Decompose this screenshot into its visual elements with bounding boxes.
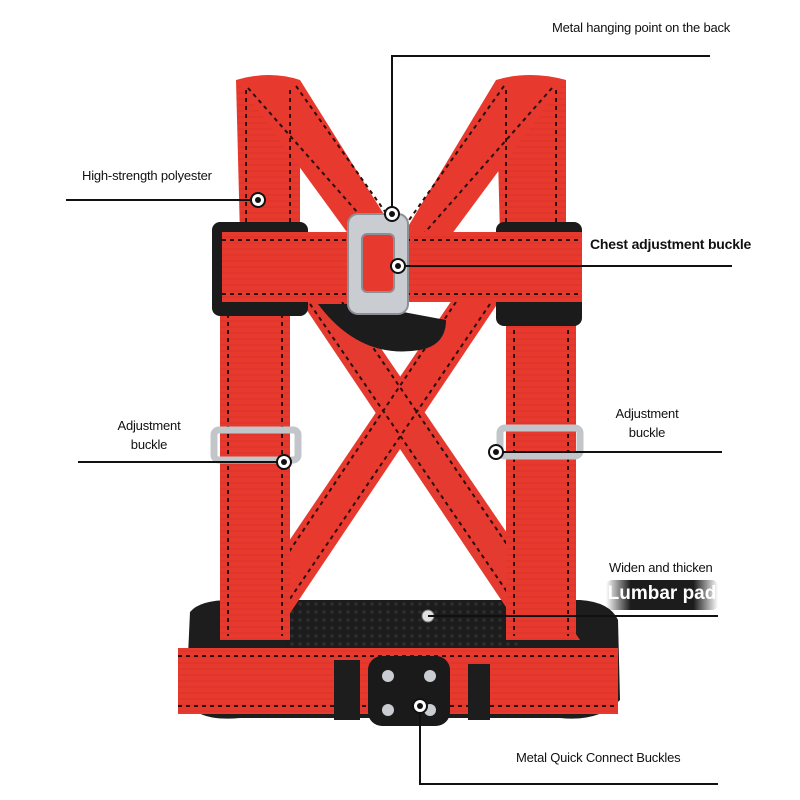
chest-metal-buckle [347,213,409,315]
quick-connect-buckle [368,656,450,726]
adjustment-buckles [210,424,584,464]
label-chest-buckle: Chest adjustment buckle [590,236,752,252]
leader-quick-connect [419,706,718,785]
side-straps [220,300,576,640]
lumbar-pad-tag: Lumbar pad [606,580,718,610]
label-back-hanging-point: Metal hanging point on the back [552,20,731,35]
callout-dots [250,192,504,714]
callout-leader-lines [66,55,732,785]
label-adjust-right-line1: Adjustment [615,406,679,421]
label-adjust-right-line2: buckle [628,425,666,440]
label-quick-connect: Metal Quick Connect Buckles [516,750,681,765]
lumbar-tag-background [606,580,718,610]
label-adjust-left-line2: buckle [130,437,168,452]
label-lumbar-pad: Lumbar pad [607,583,717,604]
shoulder-straps [236,75,566,250]
leader-back-point [391,55,710,214]
label-polyester: High-strength polyester [82,168,212,183]
label-adjust-left-line1: Adjustment [117,418,181,433]
label-widen-thicken: Widen and thicken [609,560,713,575]
